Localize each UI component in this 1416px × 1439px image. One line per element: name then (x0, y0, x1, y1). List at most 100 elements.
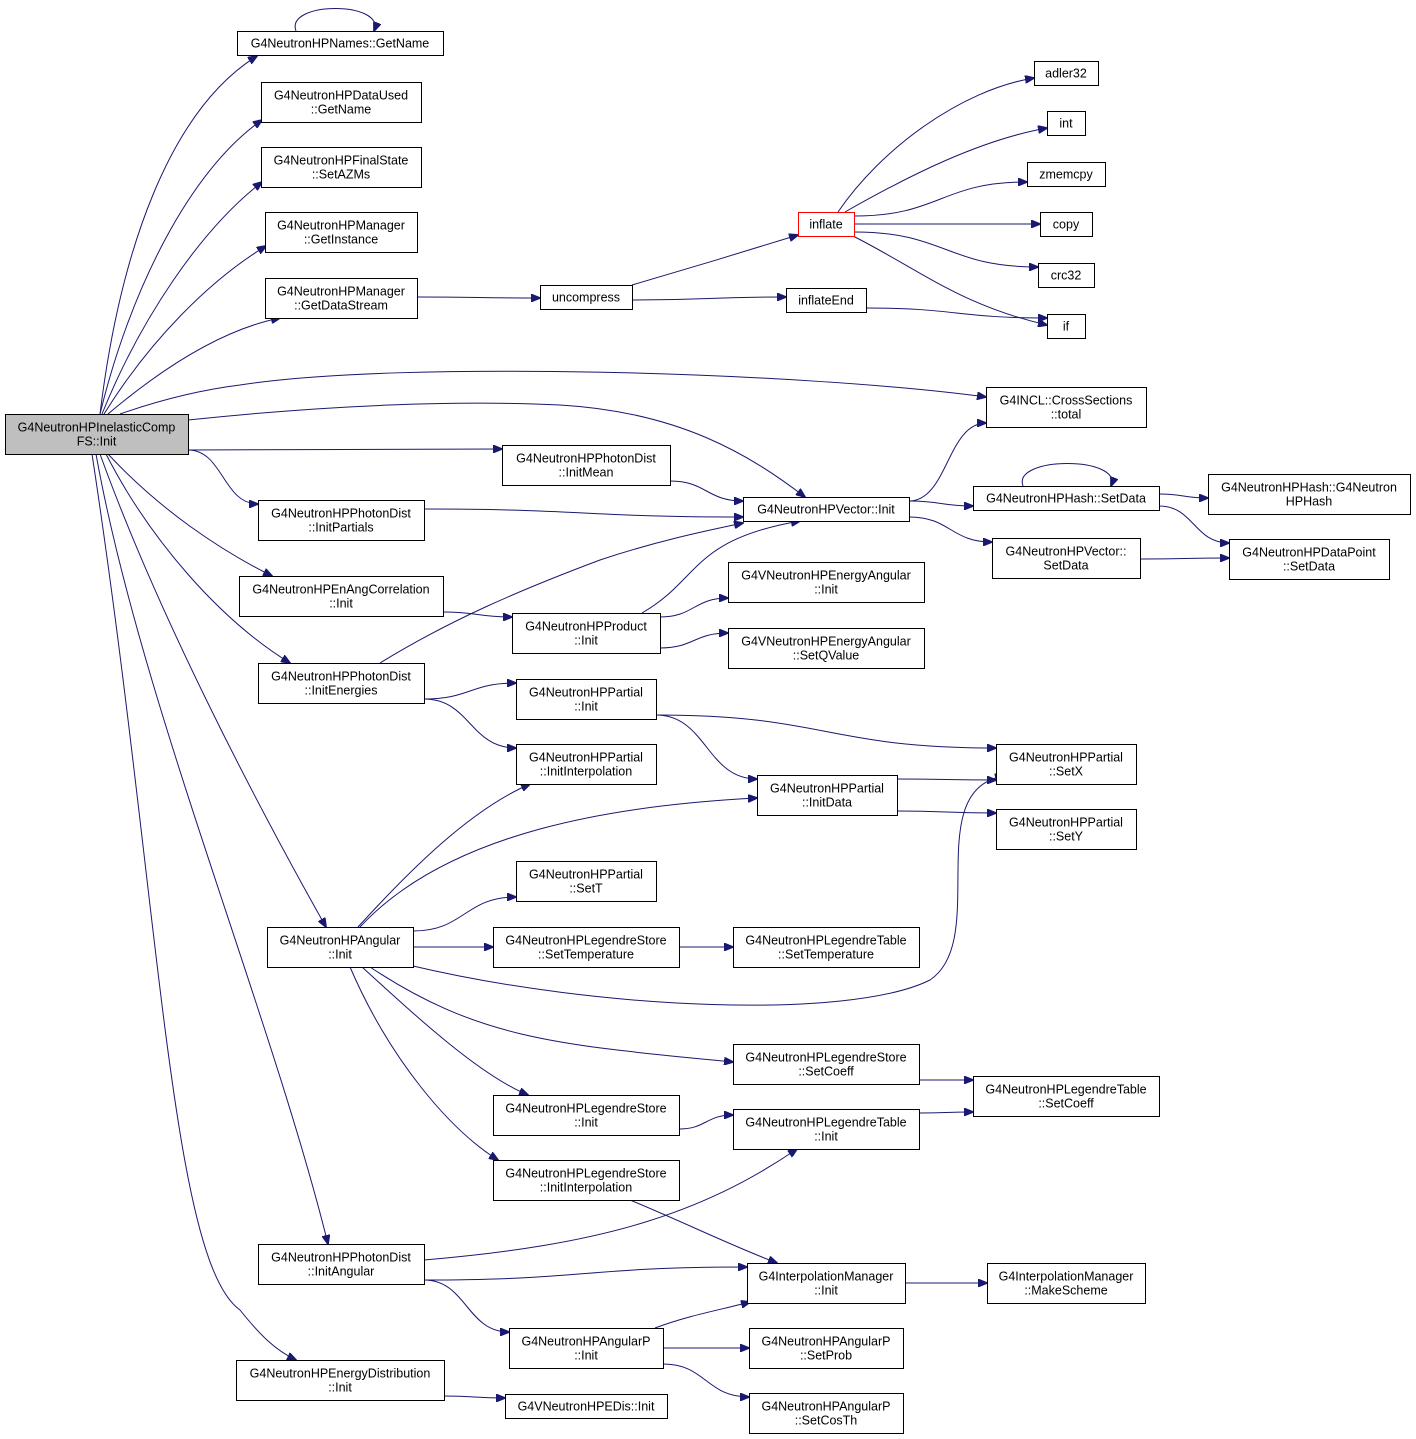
edge-inflate-to-adler32 (837, 78, 1034, 213)
node-partial-sett[interactable]: G4NeutronHPPartial::SetT (516, 861, 657, 902)
edge-root-to-photondist-initmean (187, 449, 502, 450)
edge-photondist-initpartials-to-vector-init (423, 508, 743, 517)
node-label-line: ::InitInterpolation (540, 1181, 632, 1195)
node-legendretable-init[interactable]: G4NeutronHPLegendreTable::Init (733, 1109, 920, 1150)
node-photondist-initmean[interactable]: G4NeutronHPPhotonDist::InitMean (502, 445, 671, 486)
node-photondist-initpartials[interactable]: G4NeutronHPPhotonDist::InitPartials (258, 500, 425, 541)
node-inflate[interactable]: inflate (798, 212, 855, 237)
node-label-line: G4NeutronHPDataPoint (1242, 546, 1376, 560)
node-box (236, 1360, 445, 1401)
edge-path (107, 318, 280, 415)
node-uncompress[interactable]: uncompress (540, 285, 633, 310)
node-legendrestore-setcoeff[interactable]: G4NeutronHPLegendreStore::SetCoeff (733, 1044, 920, 1085)
edge-photondist-initangular-to-angularp-init (423, 1279, 509, 1332)
node-label-line: G4VNeutronHPEnergyAngular (741, 569, 911, 583)
node-label-line: int (1059, 117, 1073, 131)
node-label-line: G4NeutronHPPhotonDist (516, 452, 656, 466)
node-photondist-initenergies[interactable]: G4NeutronHPPhotonDist::InitEnergies (258, 663, 425, 704)
edge-root-to-enangcorrelation-init (107, 453, 272, 576)
node-label-line: ::InitInterpolation (540, 765, 632, 779)
node-hash-setdata[interactable]: G4NeutronHPHash::SetData (973, 486, 1160, 511)
node-legendretable-setcoeff[interactable]: G4NeutronHPLegendreTable::SetCoeff (973, 1076, 1160, 1117)
edge-path (844, 128, 1047, 213)
node-legendrestore-settemperature[interactable]: G4NeutronHPLegendreStore::SetTemperature (493, 927, 680, 968)
node-interpolationmanager-makescheme[interactable]: G4InterpolationManager::MakeScheme (987, 1263, 1146, 1304)
node-box (743, 497, 910, 522)
node-partial-init[interactable]: G4NeutronHPPartial::Init (516, 679, 657, 720)
edge-manager-getdatastream-to-uncompress (416, 297, 540, 298)
node-box (749, 1393, 904, 1434)
node-label-line: ::InitMean (559, 466, 614, 480)
node-label-line: G4NeutronHPPartial (529, 686, 643, 700)
edge-path (654, 1302, 750, 1329)
edge-path (379, 523, 743, 664)
node-box (5, 414, 189, 455)
node-finalstate-setazms[interactable]: G4NeutronHPFinalState::SetAZMs (261, 147, 422, 188)
node-interpolationmanager-init[interactable]: G4InterpolationManager::Init (747, 1263, 906, 1304)
node-angularp-setcosth[interactable]: G4NeutronHPAngularP::SetCosTh (749, 1393, 904, 1434)
node-partial-initinterpolation[interactable]: G4NeutronHPPartial::InitInterpolation (516, 744, 657, 785)
node-inflateend[interactable]: inflateEnd (786, 288, 867, 313)
node-crc32[interactable]: crc32 (1038, 263, 1095, 288)
edge-enangcorrelation-init-to-product-init (442, 611, 512, 617)
node-box (786, 288, 867, 313)
node-if[interactable]: if (1047, 314, 1086, 339)
node-zmemcpy[interactable]: zmemcpy (1027, 162, 1106, 187)
node-partial-setx[interactable]: G4NeutronHPPartial::SetX (996, 744, 1137, 785)
edge-vector-init-to-incl-total (908, 423, 986, 502)
node-copy[interactable]: copy (1040, 212, 1093, 237)
node-adler32[interactable]: adler32 (1034, 61, 1099, 86)
node-manager-getdatastream[interactable]: G4NeutronHPManager::GetDataStream (265, 278, 418, 319)
node-box (1208, 474, 1411, 515)
node-label-line: ::GetInstance (304, 233, 378, 247)
node-angular-init[interactable]: G4NeutronHPAngular::Init (267, 927, 414, 968)
node-energydistribution-init[interactable]: G4NeutronHPEnergyDistribution::Init (236, 1360, 445, 1401)
node-venergyangular-init[interactable]: G4VNeutronHPEnergyAngular::Init (728, 562, 925, 603)
node-legendretable-settemperature[interactable]: G4NeutronHPLegendreTable::SetTemperature (733, 927, 920, 968)
node-label-line: G4InterpolationManager (759, 1270, 894, 1284)
edge-path (412, 776, 1004, 1006)
node-box (996, 809, 1137, 850)
node-hash-ctor[interactable]: G4NeutronHPHash::G4NeutronHPHash (1208, 474, 1411, 515)
node-product-init[interactable]: G4NeutronHPProduct::Init (512, 613, 661, 654)
edge-path (908, 516, 992, 542)
node-dataused-getname[interactable]: G4NeutronHPDataUsed::GetName (261, 82, 422, 123)
node-box (239, 576, 444, 617)
node-legendrestore-init[interactable]: G4NeutronHPLegendreStore::Init (493, 1095, 680, 1136)
edge-path (99, 453, 326, 927)
edge-path (659, 633, 728, 649)
node-angularp-init[interactable]: G4NeutronHPAngularP::Init (509, 1328, 664, 1369)
node-label-line: inflateEnd (798, 294, 854, 308)
node-box (986, 387, 1147, 428)
node-enangcorrelation-init[interactable]: G4NeutronHPEnAngCorrelation::Init (239, 576, 444, 617)
node-box (1027, 162, 1106, 187)
node-vector-setdata[interactable]: G4NeutronHPVector::SetData (992, 538, 1141, 579)
node-partial-sety[interactable]: G4NeutronHPPartial::SetY (996, 809, 1137, 850)
edge-root-to-incl-total (119, 370, 986, 415)
node-names-getname[interactable]: G4NeutronHPNames::GetName (237, 31, 444, 56)
node-label-line: ::Init (814, 1284, 838, 1298)
node-legendrestore-initinterpolation[interactable]: G4NeutronHPLegendreStore::InitInterpolat… (493, 1160, 680, 1201)
node-label-line: ::SetX (1049, 765, 1084, 779)
edge-path (896, 779, 996, 780)
node-angularp-setprob[interactable]: G4NeutronHPAngularP::SetProb (749, 1328, 904, 1369)
node-label-line: G4NeutronHPLegendreStore (745, 1051, 906, 1065)
node-label-line: G4NeutronHPEnAngCorrelation (252, 583, 429, 597)
node-label-line: ::GetDataStream (294, 299, 388, 313)
edge-inflateend-to-if (865, 307, 1047, 318)
node-vector-init[interactable]: G4NeutronHPVector::Init (743, 497, 910, 522)
node-box (973, 486, 1160, 511)
edge-angular-init-to-legendrestore-init (361, 966, 528, 1095)
node-datapoint-setdata[interactable]: G4NeutronHPDataPoint::SetData (1229, 539, 1390, 580)
node-manager-getinstance[interactable]: G4NeutronHPManager::GetInstance (265, 212, 418, 253)
node-photondist-initangular[interactable]: G4NeutronHPPhotonDist::InitAngular (258, 1244, 425, 1285)
node-label-line: G4NeutronHPHash::SetData (986, 492, 1146, 506)
node-int[interactable]: int (1047, 111, 1086, 136)
edge-vector-setdata-to-datapoint-setdata (1139, 558, 1229, 559)
node-box (728, 562, 925, 603)
node-incl-total[interactable]: G4INCL::CrossSections::total (986, 387, 1147, 428)
node-venergyangular-setqvalue[interactable]: G4VNeutronHPEnergyAngular::SetQValue (728, 628, 925, 669)
node-vedis-init[interactable]: G4VNeutronHPEDis::Init (505, 1394, 668, 1419)
edge-path (659, 598, 728, 618)
node-partial-initdata[interactable]: G4NeutronHPPartial::InitData (757, 775, 898, 816)
